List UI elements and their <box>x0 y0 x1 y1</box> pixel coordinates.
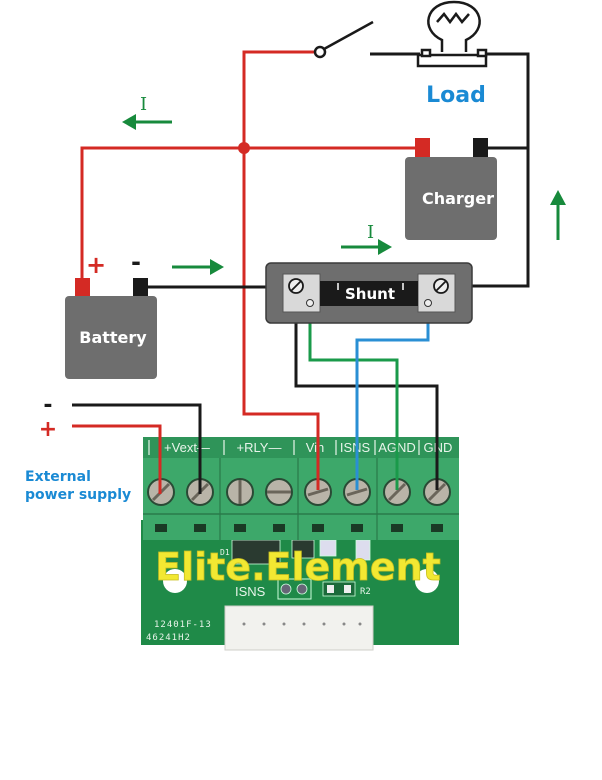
shunt-screw-left-icon <box>288 278 304 294</box>
wire-slots <box>155 524 443 532</box>
current-label-top: I <box>140 94 147 115</box>
screw-rly-minus-icon <box>265 478 293 506</box>
load-label: Load <box>426 83 486 108</box>
brand-watermark: Elite.Element <box>155 545 441 589</box>
jst-connector <box>224 605 374 651</box>
ext-minus-sign: - <box>43 393 52 418</box>
switch-lever <box>323 20 374 51</box>
battery-positive-wire <box>80 146 244 285</box>
pcb-board: D1 ISNS R2 12401F-13 46241H2 <box>141 520 459 651</box>
external-power-label-line2: power supply <box>25 487 131 503</box>
battery-body <box>65 296 157 379</box>
mount-hole-left <box>163 569 187 593</box>
ext-plus-sign: + <box>39 417 57 442</box>
wire-ends <box>158 437 439 494</box>
terminal-screws <box>147 478 451 506</box>
shunt-label: Shunt <box>345 285 395 303</box>
arrow-right-icon <box>172 259 224 275</box>
external-power-label-line1: External <box>25 469 91 485</box>
screw-gnd-icon <box>423 478 451 506</box>
terminal-label-rly: +RLY— <box>237 440 282 455</box>
junction-to-switch-wire <box>242 50 316 148</box>
shunt-sense-screw-right-icon <box>424 299 432 307</box>
part-number-1: 12401F-13 <box>154 620 212 630</box>
current-arrows: I I <box>122 94 566 275</box>
battery-negative-terminal <box>133 278 148 297</box>
switch <box>313 20 374 59</box>
silkscreen-r2: R2 <box>360 587 371 597</box>
junction-dot <box>238 142 250 154</box>
shunt-right-block <box>417 273 456 313</box>
battery-minus-sign: - <box>131 248 141 276</box>
arrow-left-icon <box>122 114 172 130</box>
screw-isns-icon <box>343 478 371 506</box>
shunt-sense-screw-left-icon <box>306 299 314 307</box>
charger-body <box>405 157 497 240</box>
shunt-left-block <box>282 273 321 313</box>
connector-pins <box>242 622 362 626</box>
silkscreen-isns: ISNS <box>235 584 266 599</box>
terminal-label-dividers <box>148 440 420 455</box>
load-to-right-wire <box>456 52 530 288</box>
battery-label: Battery <box>79 328 147 347</box>
switch-pivot <box>313 45 327 59</box>
terminal-block: +Vext— +RLY— Vin ISNS AGND GND <box>143 437 459 540</box>
charger-positive-terminal <box>415 138 430 158</box>
battery: Battery + - <box>65 248 157 379</box>
agnd-wire <box>308 305 399 492</box>
battery-positive-terminal <box>75 278 90 297</box>
mount-hole-right <box>415 569 439 593</box>
load-bulb-icon <box>416 0 488 68</box>
shunt-element <box>320 281 418 306</box>
screw-rly-plus-icon <box>226 478 254 506</box>
shunt: Shunt <box>265 262 473 324</box>
arrow-up-icon <box>550 190 566 240</box>
charger-negative-terminal <box>473 138 488 158</box>
current-label-shunt: I <box>367 222 374 243</box>
silkscreen-d1: D1 <box>220 548 230 557</box>
charger: Charger <box>405 138 497 240</box>
charger-label: Charger <box>422 189 494 208</box>
shunt-screw-right-icon <box>433 278 449 294</box>
terminal-label-isns: ISNS <box>340 440 371 455</box>
part-number-2: 46241H2 <box>146 633 191 643</box>
arrow-right-shunt-icon <box>341 239 392 255</box>
terminal-label-vin: Vin <box>306 440 325 455</box>
terminal-label-vext: +Vext— <box>164 440 210 455</box>
battery-plus-sign: + <box>86 251 106 279</box>
